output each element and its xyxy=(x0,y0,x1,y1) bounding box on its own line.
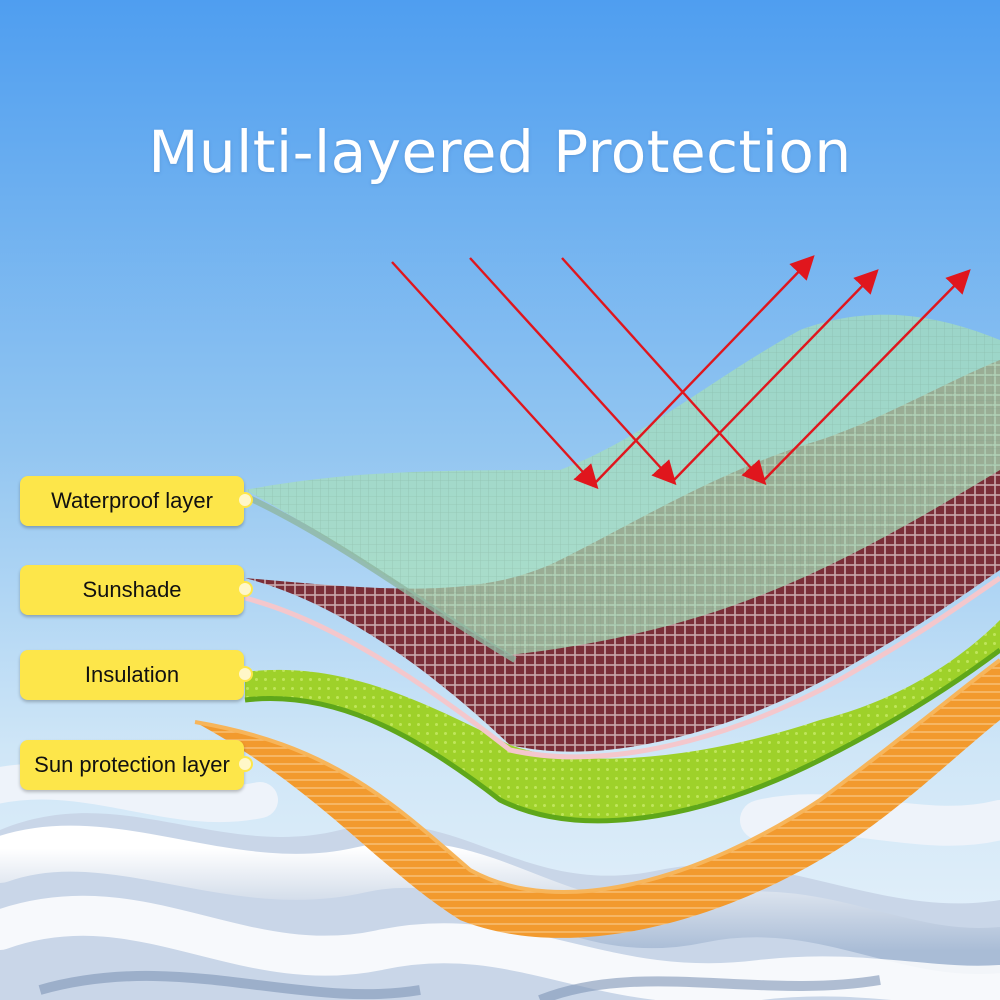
layer-insulation xyxy=(244,620,1000,824)
label-text: Waterproof layer xyxy=(51,488,213,513)
pointer-dot xyxy=(237,666,253,682)
reflected-ray-1 xyxy=(595,255,815,483)
label-sun-protection-layer: Sun protection layer xyxy=(20,740,253,790)
reflection-arrows xyxy=(391,255,971,490)
pointer-dot xyxy=(237,756,253,772)
pointer-dot xyxy=(237,581,253,597)
pointer-dot xyxy=(237,492,253,508)
page-title: Multi-layered Protection xyxy=(148,118,852,186)
incoming-ray-2 xyxy=(469,257,677,486)
label-text: Sunshade xyxy=(82,577,182,602)
label-waterproof-layer: Waterproof layer xyxy=(20,476,253,526)
layer-waterproof xyxy=(243,314,1000,663)
label-sunshade: Sunshade xyxy=(20,565,253,615)
incoming-ray-1 xyxy=(391,261,599,490)
incoming-ray-3 xyxy=(561,257,767,486)
label-text: Insulation xyxy=(84,662,180,687)
layer-sun-protection xyxy=(194,658,1000,938)
label-text: Sun protection layer xyxy=(34,752,230,777)
reflected-ray-3 xyxy=(763,269,971,481)
label-insulation: Insulation xyxy=(20,650,253,700)
reflected-ray-2 xyxy=(673,269,879,481)
